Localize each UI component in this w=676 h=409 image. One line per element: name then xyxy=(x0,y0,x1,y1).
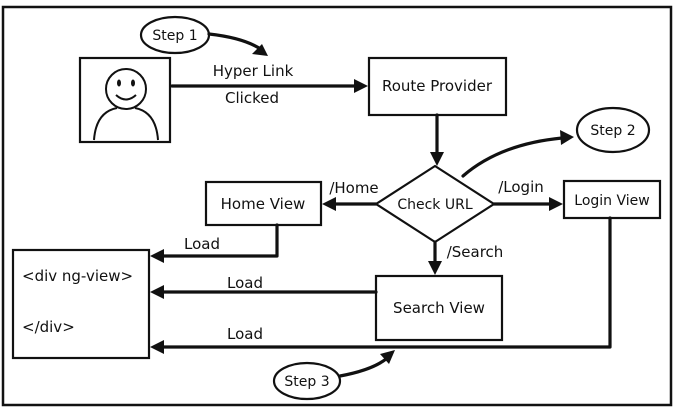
step-1-label: Step 1 xyxy=(152,28,197,44)
edge-login: /Login xyxy=(492,178,563,211)
home-view-label: Home View xyxy=(221,195,306,213)
diagram-frame xyxy=(1,5,673,407)
edge-hyperlink-label-1: Hyper Link xyxy=(213,62,294,80)
check-url-label: Check URL xyxy=(397,197,472,213)
user-node xyxy=(78,56,172,144)
edge-load-home: Load xyxy=(150,223,279,263)
step-2-label: Step 2 xyxy=(590,123,635,139)
edge-load-login: Load xyxy=(150,216,612,354)
step-3: Step 3 xyxy=(272,350,395,401)
step-1: Step 1 xyxy=(139,15,268,56)
step-2: Step 2 xyxy=(461,106,651,178)
home-view-node: Home View xyxy=(204,180,323,227)
edge-hyperlink-label-2: Clicked xyxy=(225,89,279,107)
ng-view-node: <div ng-view> </div> xyxy=(11,248,151,360)
search-view-node: Search View xyxy=(374,274,504,342)
login-view-node: Login View xyxy=(562,179,662,220)
edge-hyperlink: Hyper Link Clicked xyxy=(170,62,368,107)
ng-view-open-label: <div ng-view> xyxy=(22,267,133,285)
edge-load-search-label: Load xyxy=(227,274,263,292)
edge-home-label: /Home xyxy=(329,179,378,197)
check-url-node: Check URL xyxy=(373,164,497,244)
ng-view-close-label: </div> xyxy=(22,318,75,336)
user-icon xyxy=(93,68,159,141)
step-3-label: Step 3 xyxy=(284,374,329,390)
login-view-label: Login View xyxy=(574,193,649,209)
edge-search: /Search xyxy=(428,240,504,275)
edge-load-home-label: Load xyxy=(184,235,220,253)
search-view-label: Search View xyxy=(393,299,485,317)
route-provider-label: Route Provider xyxy=(382,77,493,95)
edge-home: /Home xyxy=(322,179,379,211)
route-provider-node: Route Provider xyxy=(367,56,508,117)
edge-load-login-label: Load xyxy=(227,325,263,343)
edge-load-search: Load xyxy=(150,274,378,299)
edge-login-label: /Login xyxy=(498,178,544,196)
edge-search-label: /Search xyxy=(447,243,504,261)
